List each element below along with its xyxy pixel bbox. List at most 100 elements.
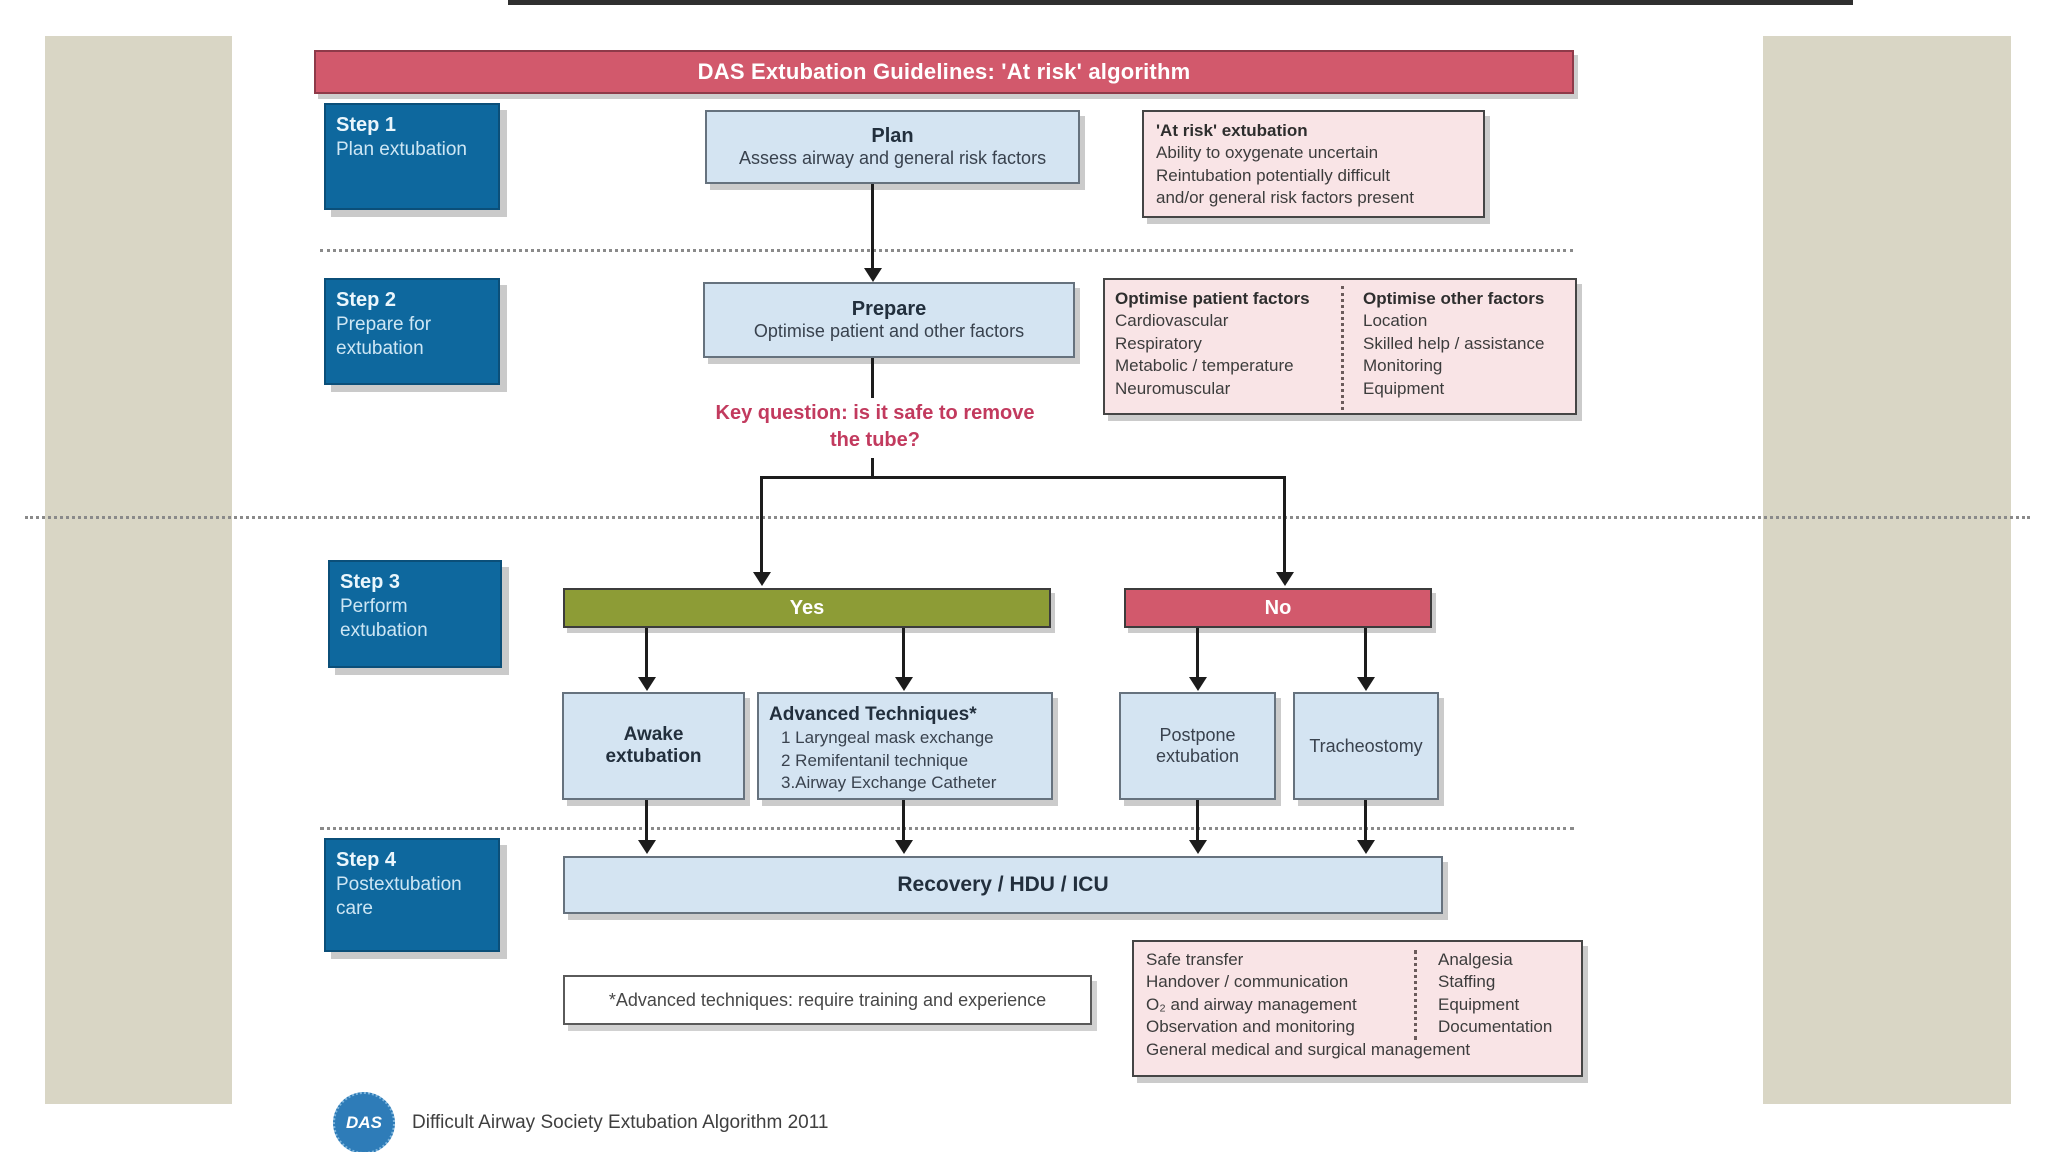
optimise-patient-item: Cardiovascular bbox=[1115, 311, 1229, 331]
arrow-no-to-tracheostomy bbox=[1364, 628, 1367, 678]
plan-box: Plan Assess airway and general risk fact… bbox=[705, 110, 1080, 184]
advanced-techniques-title: Advanced Techniques* bbox=[769, 704, 977, 725]
das-logo-text: DAS bbox=[346, 1113, 382, 1132]
step-2-box: Step 2 Prepare for extubation bbox=[324, 278, 500, 385]
at-risk-line: and/or general risk factors present bbox=[1156, 188, 1414, 208]
arrowhead-yes-to-awake bbox=[638, 677, 656, 691]
algorithm-title: DAS Extubation Guidelines: 'At risk' alg… bbox=[697, 59, 1191, 84]
postpone-extubation-label: Postpone extubation bbox=[1155, 725, 1240, 766]
advanced-technique-item: 2 Remifentanil technique bbox=[781, 750, 969, 770]
plan-box-title: Plan bbox=[871, 125, 914, 147]
optimise-other-title: Optimise other factors bbox=[1363, 289, 1545, 308]
awake-extubation-box: Awake extubation bbox=[562, 692, 745, 800]
section-divider-2 bbox=[25, 516, 2030, 519]
plan-box-desc: Assess airway and general risk factors bbox=[738, 148, 1047, 168]
step-4-box: Step 4 Postextubation care bbox=[324, 838, 500, 952]
postcare-item: Staffing bbox=[1438, 972, 1496, 992]
branch-horizontal-line bbox=[762, 476, 1286, 479]
line-branch-to-no bbox=[1283, 476, 1286, 574]
optimise-patient-item: Neuromuscular bbox=[1115, 378, 1231, 398]
optimise-other-item: Location bbox=[1363, 311, 1428, 331]
footer-caption: Difficult Airway Society Extubation Algo… bbox=[412, 1112, 829, 1133]
arrowhead-postpone-to-recovery bbox=[1189, 840, 1207, 854]
optimise-patient-item: Metabolic / temperature bbox=[1115, 356, 1294, 376]
arrow-advanced-to-recovery bbox=[902, 800, 905, 841]
recovery-label: Recovery / HDU / ICU bbox=[897, 873, 1109, 896]
arrow-postpone-to-recovery bbox=[1196, 800, 1199, 841]
arrow-no-to-postpone bbox=[1196, 628, 1199, 678]
step-4-desc: Postextubation care bbox=[336, 874, 462, 919]
step-3-desc: Perform extubation bbox=[340, 596, 428, 641]
postcare-item: Documentation bbox=[1438, 1017, 1553, 1037]
arrowhead-yes-to-advanced bbox=[895, 677, 913, 691]
postcare-item: O₂ and airway management bbox=[1146, 994, 1357, 1014]
awake-extubation-label: Awake extubation bbox=[605, 724, 702, 767]
arrow-yes-to-advanced bbox=[902, 628, 905, 678]
advanced-techniques-box: Advanced Techniques* 1 Laryngeal mask ex… bbox=[757, 692, 1053, 800]
advanced-techniques-footnote: *Advanced techniques: require training a… bbox=[563, 975, 1092, 1025]
postextubation-care-box: Safe transfer Handover / communication O… bbox=[1132, 940, 1583, 1077]
step-1-box: Step 1 Plan extubation bbox=[324, 103, 500, 210]
prepare-box-desc: Optimise patient and other factors bbox=[753, 321, 1025, 341]
key-question-line2: the tube? bbox=[830, 429, 920, 451]
arrowhead-to-no bbox=[1276, 572, 1294, 586]
line-question-to-branch bbox=[871, 458, 874, 479]
optimise-other-item: Monitoring bbox=[1363, 356, 1443, 376]
arrowhead-no-to-postpone bbox=[1189, 677, 1207, 691]
footnote-text: *Advanced techniques: require training a… bbox=[608, 989, 1047, 1010]
optimise-patient-title: Optimise patient factors bbox=[1115, 289, 1310, 308]
tracheostomy-box: Tracheostomy bbox=[1293, 692, 1439, 800]
optimise-patient-item: Respiratory bbox=[1115, 333, 1202, 353]
postcare-item: Equipment bbox=[1438, 994, 1520, 1014]
postpone-extubation-box: Postpone extubation bbox=[1119, 692, 1276, 800]
postcare-item: Observation and monitoring bbox=[1146, 1017, 1355, 1037]
optimise-factors-box: Optimise patient factors Cardiovascular … bbox=[1103, 278, 1577, 415]
tracheostomy-label: Tracheostomy bbox=[1309, 735, 1423, 756]
step-1-desc: Plan extubation bbox=[336, 139, 467, 160]
advanced-technique-item: 1 Laryngeal mask exchange bbox=[781, 728, 994, 748]
optimise-other-item: Skilled help / assistance bbox=[1363, 333, 1545, 353]
right-margin-band bbox=[1763, 36, 2011, 1104]
line-branch-to-yes bbox=[760, 476, 763, 574]
optimise-column-divider bbox=[1341, 286, 1344, 410]
step-2-label: Step 2 bbox=[336, 289, 397, 311]
arrow-plan-to-prepare bbox=[871, 184, 874, 270]
yes-bar: Yes bbox=[563, 588, 1051, 628]
arrowhead-awake-to-recovery bbox=[638, 840, 656, 854]
at-risk-line: Ability to oxygenate uncertain bbox=[1156, 143, 1379, 163]
arrowhead-to-yes bbox=[753, 572, 771, 586]
step-3-label: Step 3 bbox=[340, 571, 401, 593]
das-logo: DAS bbox=[333, 1092, 395, 1152]
postcare-column-divider bbox=[1414, 950, 1417, 1040]
key-question-line1: Key question: is it safe to remove bbox=[715, 402, 1035, 424]
at-risk-line: Reintubation potentially difficult bbox=[1156, 165, 1391, 185]
arrowhead-no-to-tracheostomy bbox=[1357, 677, 1375, 691]
step-2-desc: Prepare for extubation bbox=[336, 314, 432, 359]
algorithm-title-bar: DAS Extubation Guidelines: 'At risk' alg… bbox=[314, 50, 1574, 94]
step-4-label: Step 4 bbox=[336, 849, 397, 871]
no-bar: No bbox=[1124, 588, 1432, 628]
prepare-box-title: Prepare bbox=[851, 298, 927, 320]
postcare-item: Analgesia bbox=[1438, 950, 1513, 969]
postcare-item: Handover / communication bbox=[1146, 972, 1349, 992]
optimise-other-item: Equipment bbox=[1363, 378, 1445, 398]
arrow-awake-to-recovery bbox=[645, 800, 648, 841]
postcare-full-line: General medical and surgical management bbox=[1146, 1039, 1471, 1059]
section-divider-1 bbox=[320, 249, 1573, 252]
no-label: No bbox=[1264, 596, 1292, 619]
step-3-box: Step 3 Perform extubation bbox=[328, 560, 502, 668]
top-border-line bbox=[508, 0, 1853, 5]
at-risk-info-box: 'At risk' extubation Ability to oxygenat… bbox=[1142, 110, 1485, 218]
arrowhead-plan-to-prepare bbox=[864, 268, 882, 282]
postcare-item: Safe transfer bbox=[1146, 950, 1244, 969]
arrow-yes-to-awake bbox=[645, 628, 648, 678]
arrowhead-tracheostomy-to-recovery bbox=[1357, 840, 1375, 854]
step-1-label: Step 1 bbox=[336, 114, 397, 136]
left-margin-band bbox=[45, 36, 232, 1104]
key-question-text: Key question: is it safe to remove the t… bbox=[640, 400, 1110, 454]
recovery-bar: Recovery / HDU / ICU bbox=[563, 856, 1443, 914]
section-divider-3 bbox=[320, 827, 1574, 830]
yes-label: Yes bbox=[789, 596, 825, 619]
arrowhead-advanced-to-recovery bbox=[895, 840, 913, 854]
